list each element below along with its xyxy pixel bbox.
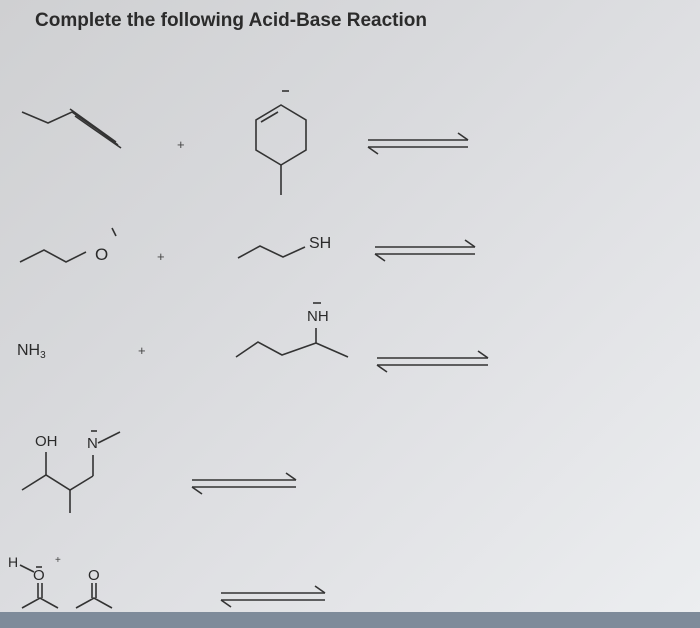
propanethiol-molecule [237,245,306,259]
plus-sign-1: + [177,137,185,152]
n-label: N [87,435,98,452]
sh-label: SH [309,235,332,252]
positive-charge: + [55,555,61,566]
o-label: O [88,567,100,584]
plus-sign-2: + [157,249,165,264]
amine-molecule [235,302,349,358]
h-label: H [8,554,19,570]
equilibrium-arrow-2 [374,239,476,262]
carbonyl-molecule [75,583,113,609]
methylcyclohexene-molecule [255,90,307,195]
nh-label: NH [307,308,329,325]
propoxide-molecule [19,227,117,263]
ammonia-label: NH3 [17,342,46,361]
alkyne-molecule [21,108,122,149]
equilibrium-arrow-5 [220,585,326,608]
plus-sign-3: + [138,343,146,358]
amino-alcohol-molecule [21,430,121,513]
equilibrium-arrow-3 [376,350,489,373]
oh-label: OH [35,433,58,450]
equilibrium-arrow-1 [367,132,469,155]
question-title: Complete the following Acid-Base Reactio… [35,10,428,31]
o-plus-label: O [33,567,45,584]
oxide-label: O [95,245,109,264]
equilibrium-arrow-4 [191,472,297,495]
bottom-edge [0,612,700,628]
protonated-carbonyl-molecule [19,564,59,609]
